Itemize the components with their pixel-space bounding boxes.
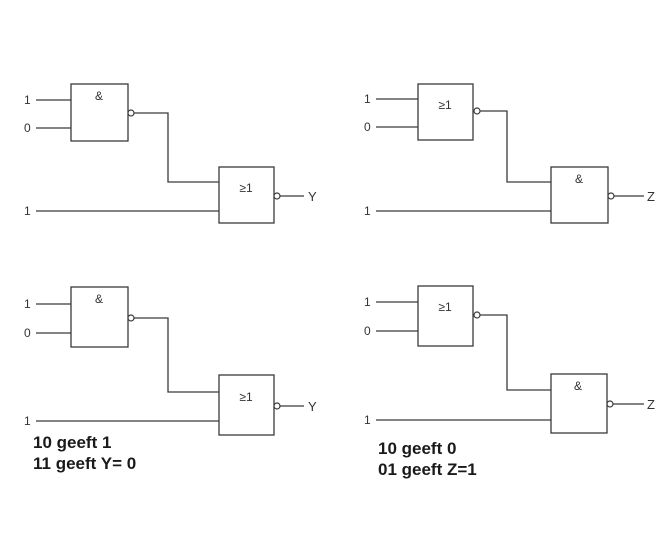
- truth-note-line: 01 geeft Z=1: [378, 460, 477, 479]
- gate1-symbol: ≥1: [438, 300, 452, 314]
- input-c-label: 1: [364, 204, 371, 218]
- gate1-to-gate2-wire: [134, 112, 219, 183]
- input-a-label: 1: [364, 295, 371, 309]
- gate2-box: [218, 374, 275, 436]
- input-b-label: 0: [24, 326, 31, 340]
- output-label: Y: [308, 189, 317, 204]
- input-c-label: 1: [24, 414, 31, 428]
- truth-note-right: 10 geeft 0 01 geeft Z=1: [378, 438, 477, 480]
- gate1-inversion-bubble: [127, 314, 135, 322]
- gate1-to-gate2-wire: [480, 110, 551, 183]
- gate2-symbol: ≥1: [239, 390, 253, 404]
- gate1-box: [70, 83, 129, 142]
- gate2-symbol: &: [574, 379, 582, 393]
- output-label: Y: [308, 399, 317, 414]
- gate2-nand: &: [550, 166, 615, 224]
- gate2-box: [550, 373, 608, 434]
- truth-note-line: 10 geeft 1: [33, 433, 112, 452]
- gate1-inversion-bubble: [473, 107, 481, 115]
- circuit-bottom-left: 1 0 1 & ≥1 Y: [24, 286, 317, 436]
- gate2-inversion-bubble: [606, 400, 614, 408]
- output-label: Z: [647, 397, 655, 412]
- gate1-inversion-bubble: [473, 311, 481, 319]
- input-b-label: 0: [364, 324, 371, 338]
- gate1-nand: &: [70, 286, 135, 348]
- gate1-to-gate2-wire: [134, 317, 219, 393]
- gate2-nand: &: [550, 373, 614, 434]
- gate1-box: [417, 83, 474, 141]
- input-a-label: 1: [364, 92, 371, 106]
- gate1-box: [417, 285, 474, 347]
- gate2-box: [550, 166, 609, 224]
- gate1-symbol: ≥1: [438, 98, 452, 112]
- gate2-nor: ≥1: [218, 374, 281, 436]
- gate2-inversion-bubble: [607, 192, 615, 200]
- truth-note-left: 10 geeft 1 11 geeft Y= 0: [33, 432, 136, 474]
- input-c-label: 1: [24, 204, 31, 218]
- circuit-top-right: 1 0 1 ≥1 & Z: [364, 83, 655, 224]
- gate1-nor: ≥1: [417, 285, 481, 347]
- gate1-symbol: &: [95, 89, 103, 103]
- gate2-box: [218, 166, 275, 224]
- circuit-top-left: 1 0 1 & ≥1 Y: [24, 83, 317, 224]
- gate2-inversion-bubble: [273, 192, 281, 200]
- input-a-label: 1: [24, 297, 31, 311]
- circuit-bottom-right: 1 0 1 ≥1 & Z: [364, 285, 655, 434]
- gate1-to-gate2-wire: [480, 314, 551, 391]
- input-b-label: 0: [24, 121, 31, 135]
- output-label: Z: [647, 189, 655, 204]
- input-b-label: 0: [364, 120, 371, 134]
- gate1-nor: ≥1: [417, 83, 481, 141]
- gate2-symbol: ≥1: [239, 181, 253, 195]
- gate1-symbol: &: [95, 292, 103, 306]
- gate2-symbol: &: [575, 172, 583, 186]
- truth-note-line: 11 geeft Y= 0: [33, 454, 137, 473]
- input-a-label: 1: [24, 93, 31, 107]
- gate1-box: [70, 286, 129, 348]
- truth-note-line: 10 geeft 0: [378, 439, 457, 458]
- gate1-inversion-bubble: [127, 109, 135, 117]
- gate2-nor: ≥1: [218, 166, 281, 224]
- gate1-nand: &: [70, 83, 135, 142]
- gate2-inversion-bubble: [273, 402, 281, 410]
- input-c-label: 1: [364, 413, 371, 427]
